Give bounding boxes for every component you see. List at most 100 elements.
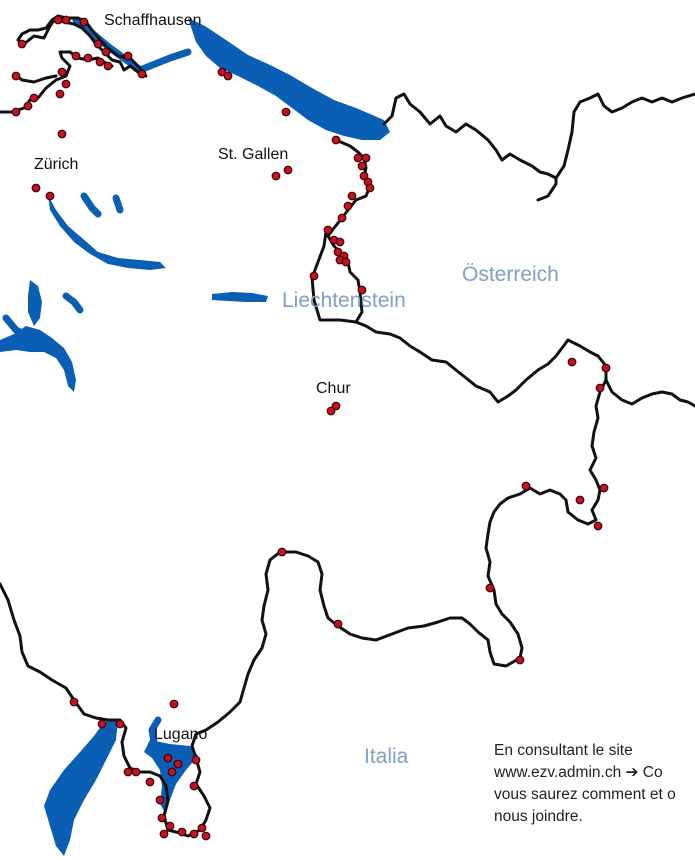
crossing-point	[281, 107, 291, 117]
crossing-point	[333, 619, 343, 629]
crossing-point	[271, 171, 281, 181]
crossing-point	[61, 15, 71, 25]
crossing-point	[357, 285, 367, 295]
crossing-point	[593, 521, 603, 531]
river-tresa	[148, 716, 162, 746]
crossing-point	[55, 89, 65, 99]
crossing-point	[123, 51, 133, 61]
city-label-schaffhausen: Schaffhausen	[104, 12, 202, 29]
crossing-point	[97, 719, 107, 729]
crossing-points-grisons	[277, 357, 611, 665]
crossing-points	[11, 15, 611, 841]
crossing-point	[103, 61, 113, 71]
crossing-point	[95, 57, 105, 67]
country-label-liechtenstein: Liechtenstein	[282, 289, 406, 312]
lake-lucerne	[0, 326, 76, 392]
crossing-point	[131, 767, 141, 777]
crossing-point	[337, 213, 347, 223]
crossing-point	[331, 135, 341, 145]
lake-constance	[188, 18, 390, 140]
crossing-point	[11, 107, 21, 117]
crossing-point	[137, 69, 147, 79]
crossing-point	[191, 755, 201, 765]
border-lower-engadin	[354, 320, 695, 408]
crossing-point	[217, 67, 227, 77]
crossing-point	[353, 153, 363, 163]
border-austria-north	[382, 92, 695, 180]
crossing-point	[93, 39, 103, 49]
crossing-points-lake-constance	[217, 67, 341, 181]
crossing-point	[101, 47, 111, 57]
crossing-point	[223, 71, 233, 81]
crossing-point	[159, 829, 169, 839]
crossing-point	[197, 823, 207, 833]
river-thur	[80, 192, 102, 218]
lake-walen	[212, 292, 268, 302]
crossing-point	[347, 191, 357, 201]
crossing-point	[189, 781, 199, 791]
crossing-points-schaffhausen	[11, 15, 147, 201]
crossing-point	[177, 827, 187, 837]
info-text: En consultant le site www.ezv.admin.ch ➔…	[494, 740, 695, 828]
city-label-zurich: Zürich	[34, 156, 79, 173]
border-north-west	[0, 50, 114, 114]
water-bodies	[0, 18, 390, 856]
river-sihl	[112, 194, 124, 214]
crossing-point	[69, 697, 79, 707]
crossing-points-ticino	[69, 697, 211, 841]
country-label-italia: Italia	[364, 745, 409, 768]
border-ofen-pass	[268, 378, 608, 668]
crossing-point	[29, 93, 39, 103]
crossing-point	[163, 753, 173, 763]
crossing-point	[521, 481, 531, 491]
crossing-point	[169, 699, 179, 709]
crossing-point	[361, 153, 371, 163]
crossing-point	[155, 795, 165, 805]
city-label-lugano: Lugano	[154, 726, 208, 743]
crossing-point	[83, 53, 93, 63]
lake-lugano	[144, 740, 198, 814]
crossing-point	[57, 129, 67, 139]
crossing-point	[57, 67, 67, 77]
crossing-point	[189, 829, 199, 839]
borders	[0, 14, 695, 838]
crossing-point	[567, 357, 577, 367]
crossing-point	[61, 79, 71, 89]
crossing-point	[167, 767, 177, 777]
crossing-point	[79, 17, 89, 27]
crossing-point	[17, 39, 27, 49]
crossing-point	[145, 777, 155, 787]
crossing-point	[201, 831, 211, 841]
crossing-point	[485, 583, 495, 593]
info-line: En consultant le site	[494, 742, 633, 759]
river-aare	[2, 314, 32, 340]
border-austria-inner	[536, 176, 558, 202]
crossing-point	[326, 406, 336, 416]
crossing-point	[515, 655, 525, 665]
crossing-point	[31, 183, 41, 193]
crossing-point	[333, 247, 343, 257]
crossing-point	[23, 101, 33, 111]
crossing-point	[45, 191, 55, 201]
crossing-point	[335, 237, 345, 247]
crossing-point	[283, 165, 293, 175]
crossing-point	[157, 813, 167, 823]
crossing-point	[595, 383, 605, 393]
country-label-osterreich: Österreich	[462, 263, 559, 286]
info-line: nous joindre.	[494, 808, 583, 825]
crossing-point	[575, 495, 585, 505]
info-line: vous saurez comment et o	[494, 786, 676, 803]
rivers	[2, 16, 192, 746]
crossing-point	[343, 201, 353, 211]
crossing-point	[365, 183, 375, 193]
crossing-point	[71, 51, 81, 61]
info-line-link[interactable]: www.ezv.admin.ch ➔ Co	[494, 764, 663, 781]
lake-zug	[28, 280, 42, 326]
city-label-st-gallen: St. Gallen	[218, 146, 289, 163]
crossing-point	[53, 15, 63, 25]
crossing-point	[357, 161, 367, 171]
crossing-point	[123, 767, 133, 777]
crossing-point	[601, 363, 611, 373]
crossing-point	[277, 547, 287, 557]
crossing-point	[115, 719, 125, 729]
